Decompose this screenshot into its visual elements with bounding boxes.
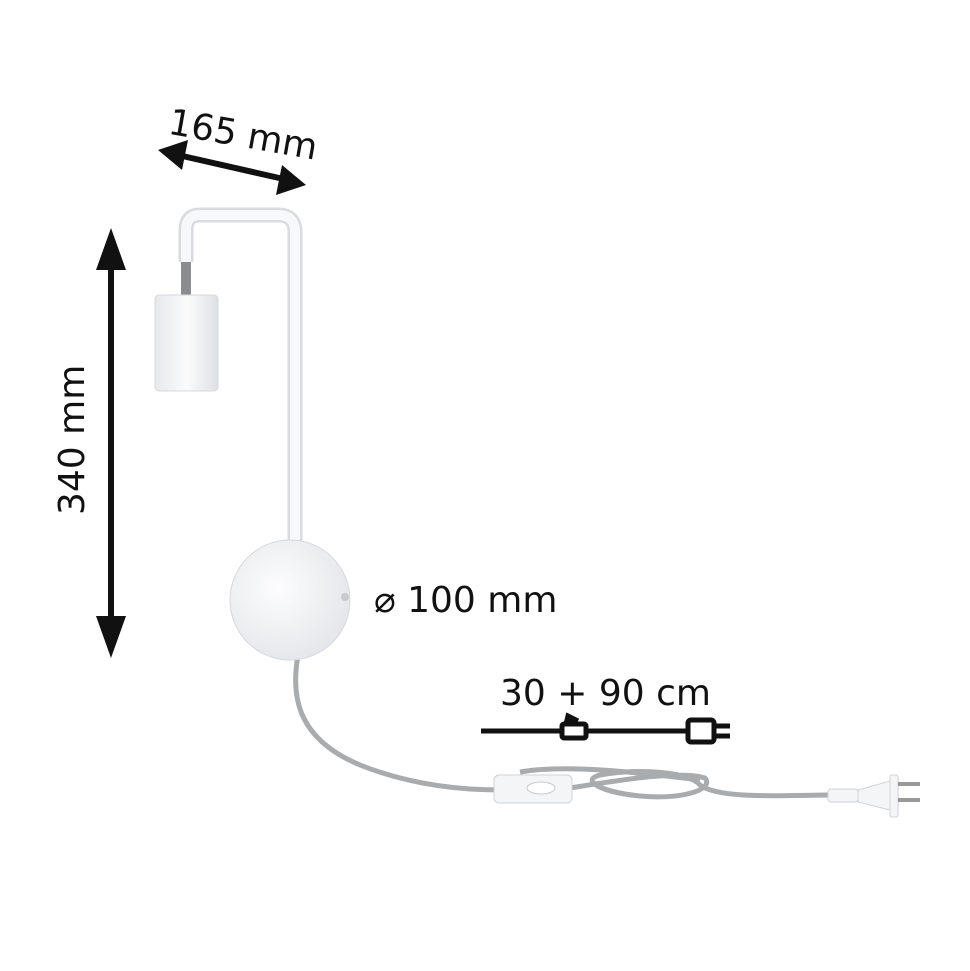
wall-plate — [229, 539, 351, 661]
power-cable — [293, 654, 831, 800]
diameter-label: ⌀ 100 mm — [374, 580, 558, 621]
height-dimension-arrow — [96, 228, 126, 658]
euro-plug — [827, 774, 920, 818]
lamp-socket — [154, 294, 219, 392]
cable-symbol — [481, 712, 730, 745]
height-label: 340 mm — [52, 364, 93, 515]
width-dimension-arrow — [158, 140, 306, 195]
inline-switch — [493, 774, 573, 804]
cable-length-label: 30 + 90 cm — [500, 673, 711, 714]
lamp-arm — [178, 207, 303, 545]
